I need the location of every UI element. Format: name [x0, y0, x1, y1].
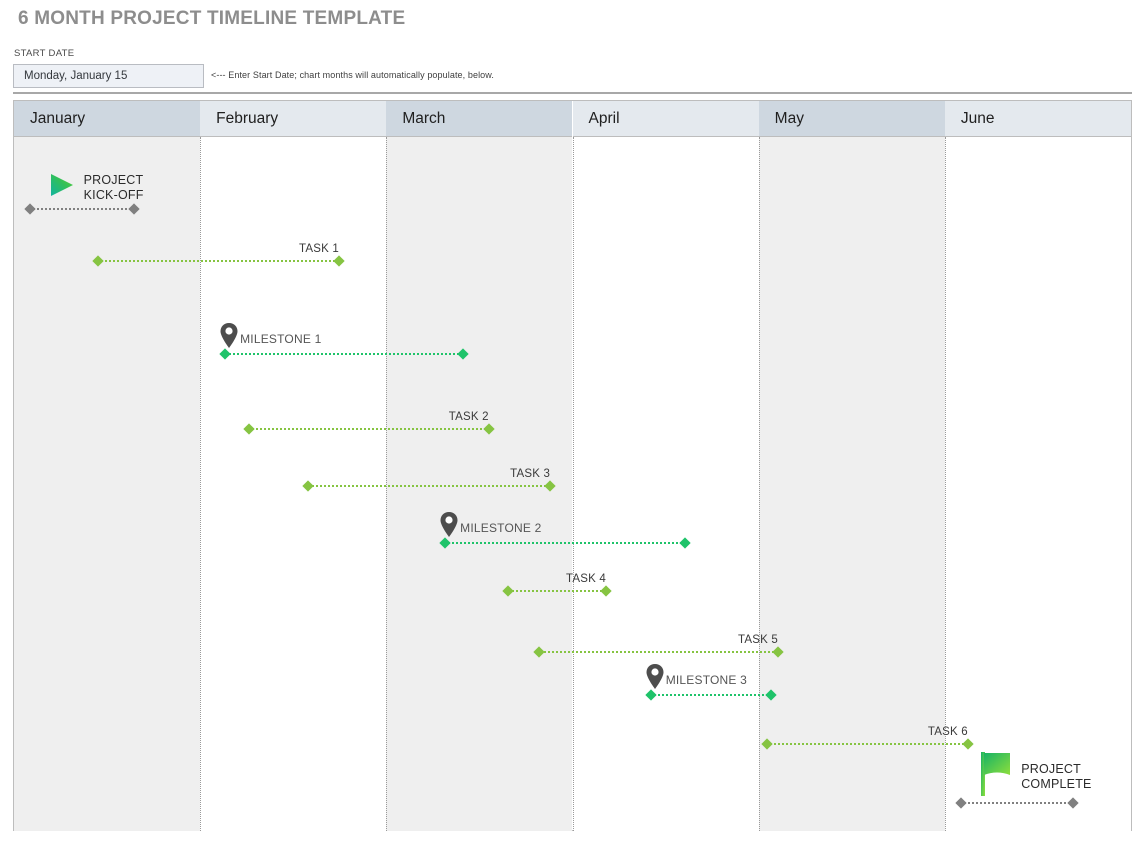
month-column-february: [200, 137, 387, 831]
map-pin-icon: [219, 322, 239, 355]
month-column-january: [14, 137, 201, 831]
marker-label-line: COMPLETE: [1021, 776, 1092, 791]
bar-line: [538, 651, 779, 653]
month-header-may: May: [758, 101, 945, 137]
timeline-bar-milestone-1[interactable]: [219, 348, 469, 360]
bar-line: [445, 542, 686, 544]
timeline-bar-milestone-2[interactable]: [439, 537, 691, 549]
start-date-hint: <--- Enter Start Date; chart months will…: [211, 70, 494, 80]
bar-line: [650, 694, 772, 696]
bar-line: [307, 485, 551, 487]
milestone-label: MILESTONE 1: [240, 331, 322, 346]
map-pin-icon: [645, 663, 665, 696]
milestone-label: MILESTONE 3: [665, 672, 748, 687]
month-header-february: February: [200, 101, 387, 137]
timeline-bar-task-1[interactable]: TASK 1: [92, 243, 345, 267]
month-column-june: [944, 137, 1131, 831]
month-header-january: January: [14, 101, 201, 137]
bar-line: [961, 802, 1073, 804]
bar-line: [248, 428, 489, 430]
timeline-bar-milestone-3[interactable]: [645, 689, 777, 701]
header-divider: [13, 92, 1132, 94]
wave-flag-icon: [979, 750, 1013, 803]
timeline-bar-task-3[interactable]: TASK 3: [302, 468, 556, 492]
bar-line: [225, 353, 464, 355]
marker-label-line: PROJECT: [1021, 761, 1081, 776]
map-pin-icon: [439, 511, 459, 544]
bar-label: TASK 4: [566, 573, 606, 585]
timeline-bar-project-kick-off[interactable]: [23, 203, 140, 215]
month-column-march: [386, 137, 573, 831]
marker-label-line: KICK-OFF: [83, 187, 144, 202]
month-header-june: June: [944, 101, 1131, 137]
marker-label-line: PROJECT: [83, 172, 144, 187]
column-divider: [944, 137, 946, 831]
triangle-flag-icon: [46, 170, 76, 205]
bar-label: TASK 1: [299, 243, 340, 255]
bar-label: TASK 2: [448, 411, 489, 423]
start-date-label: START DATE: [14, 48, 75, 59]
month-header-march: March: [386, 101, 573, 137]
page-title: 6 MONTH PROJECT TIMELINE TEMPLATE: [18, 8, 406, 29]
column-divider: [386, 137, 388, 831]
bar-label: TASK 6: [927, 726, 968, 738]
bar-line: [97, 260, 340, 262]
month-column-may: [758, 137, 945, 831]
month-header-april: April: [572, 101, 759, 137]
timeline-bar-project-complete[interactable]: [955, 797, 1079, 809]
bar-line: [507, 590, 606, 592]
milestone-label: MILESTONE 2: [460, 520, 542, 535]
column-divider: [200, 137, 202, 831]
bar-label: TASK 5: [738, 634, 779, 646]
timeline-bar-task-5[interactable]: TASK 5: [533, 634, 784, 658]
start-date-input[interactable]: [13, 64, 204, 88]
column-divider: [572, 137, 574, 831]
milestone-marker[interactable]: MILESTONE 1: [219, 322, 321, 355]
timeline-bar-task-4[interactable]: TASK 4: [502, 573, 612, 597]
bar-label: TASK 3: [510, 468, 551, 480]
bar-line: [29, 208, 134, 210]
timeline-bar-task-6[interactable]: TASK 6: [761, 726, 974, 750]
bar-line: [766, 743, 968, 745]
milestone-marker[interactable]: MILESTONE 3: [645, 663, 747, 696]
month-column-april: [572, 137, 759, 831]
timeline-bar-task-2[interactable]: TASK 2: [242, 411, 495, 435]
milestone-marker[interactable]: MILESTONE 2: [439, 511, 541, 544]
column-divider: [758, 137, 760, 831]
